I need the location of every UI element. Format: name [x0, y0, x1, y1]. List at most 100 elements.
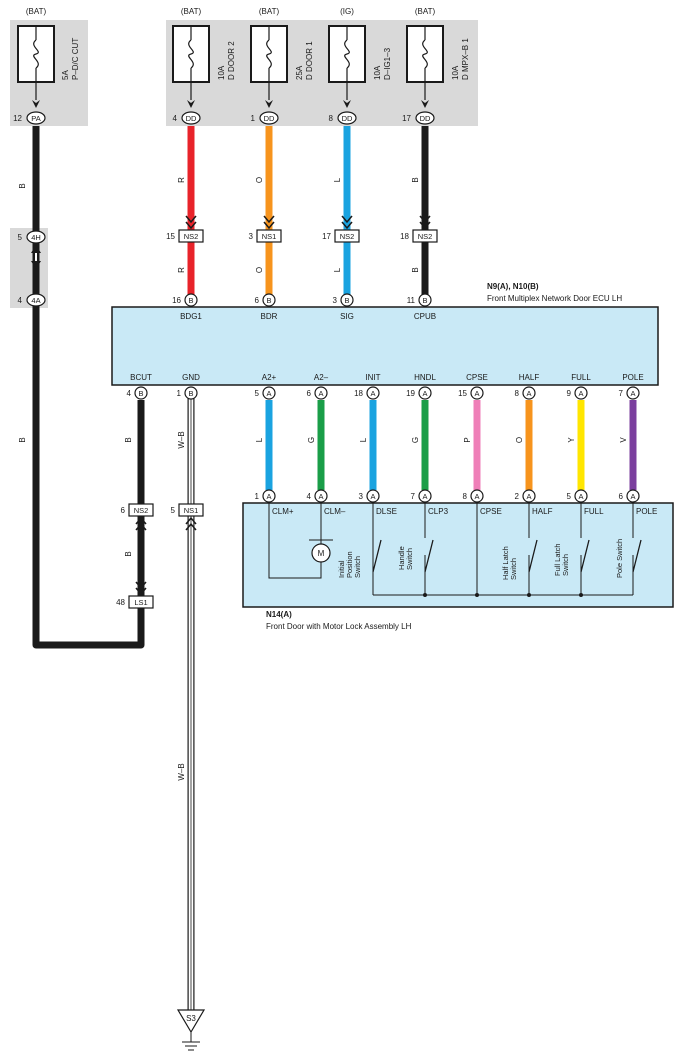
- svg-text:5A: 5A: [61, 70, 70, 80]
- svg-text:P: P: [463, 437, 472, 442]
- svg-text:SIG: SIG: [340, 312, 354, 321]
- svg-text:S3: S3: [186, 1014, 196, 1023]
- svg-text:CPUB: CPUB: [414, 312, 436, 321]
- svg-text:L: L: [359, 437, 368, 442]
- svg-text:B: B: [188, 389, 193, 398]
- ns-connectors-bottom: NS2 6 NS1 5 LS1 48: [116, 503, 204, 609]
- svg-text:9: 9: [567, 389, 572, 398]
- svg-text:B: B: [18, 437, 27, 442]
- fuse-arrows: [32, 100, 429, 108]
- svg-text:A: A: [266, 389, 271, 398]
- svg-text:A: A: [526, 492, 531, 501]
- svg-text:A2+: A2+: [262, 373, 277, 382]
- svg-text:A: A: [578, 492, 583, 501]
- svg-text:B: B: [266, 296, 271, 305]
- svg-text:HNDL: HNDL: [414, 373, 436, 382]
- svg-text:17: 17: [402, 114, 411, 123]
- fuse-door1: (BAT) 25A D DOOR 1: [250, 7, 314, 83]
- svg-text:B: B: [344, 296, 349, 305]
- svg-text:M: M: [318, 549, 325, 558]
- svg-text:CPSE: CPSE: [466, 373, 488, 382]
- svg-text:Position: Position: [345, 551, 354, 578]
- svg-text:A: A: [318, 389, 323, 398]
- svg-text:25A: 25A: [295, 65, 304, 80]
- svg-text:10A: 10A: [373, 65, 382, 80]
- svg-text:4: 4: [173, 114, 178, 123]
- svg-text:A: A: [578, 389, 583, 398]
- svg-text:FULL: FULL: [571, 373, 591, 382]
- svg-text:18: 18: [354, 389, 363, 398]
- svg-text:G: G: [307, 437, 316, 443]
- svg-text:10A: 10A: [451, 65, 460, 80]
- svg-text:8: 8: [329, 114, 334, 123]
- fuse-connector-pins: PA 12 DD 4 DD 1 DD 8 DD 17: [13, 111, 435, 125]
- svg-text:10A: 10A: [217, 65, 226, 80]
- svg-text:B: B: [411, 177, 420, 182]
- svg-text:B: B: [124, 551, 133, 556]
- svg-text:HALF: HALF: [532, 507, 553, 516]
- svg-text:NS1: NS1: [262, 232, 277, 241]
- svg-text:D–IG1–3: D–IG1–3: [383, 47, 392, 80]
- svg-text:Switch: Switch: [405, 548, 414, 570]
- svg-text:A: A: [630, 492, 635, 501]
- svg-text:Front Multiplex Network Door E: Front Multiplex Network Door ECU LH: [487, 294, 622, 303]
- svg-text:3: 3: [359, 492, 364, 501]
- svg-text:V: V: [619, 437, 628, 443]
- svg-text:D DOOR 1: D DOOR 1: [305, 41, 314, 80]
- svg-text:Handle: Handle: [397, 546, 406, 570]
- svg-text:19: 19: [406, 389, 415, 398]
- svg-text:N14(A): N14(A): [266, 610, 292, 619]
- svg-text:5: 5: [567, 492, 572, 501]
- svg-text:NS2: NS2: [340, 232, 355, 241]
- svg-text:P–D/C CUT: P–D/C CUT: [71, 38, 80, 80]
- svg-text:O: O: [515, 437, 524, 443]
- wire-color-labels: B B B B R R O O L L B B W–B W–B L G L G …: [18, 177, 628, 781]
- svg-text:POLE: POLE: [622, 373, 643, 382]
- svg-text:DLSE: DLSE: [376, 507, 397, 516]
- svg-text:INIT: INIT: [365, 373, 380, 382]
- svg-text:O: O: [255, 267, 264, 273]
- svg-text:1: 1: [177, 389, 182, 398]
- svg-text:(BAT): (BAT): [415, 7, 436, 16]
- fuse-pdc: (BAT) 5A P–D/C CUT: [17, 7, 80, 83]
- svg-text:Y: Y: [567, 437, 576, 443]
- svg-text:2: 2: [515, 492, 520, 501]
- switch-icons: [372, 539, 642, 573]
- svg-text:12: 12: [13, 114, 22, 123]
- svg-text:7: 7: [619, 389, 624, 398]
- svg-text:8: 8: [463, 492, 468, 501]
- svg-text:15: 15: [166, 232, 175, 241]
- svg-text:POLE: POLE: [636, 507, 657, 516]
- svg-text:A: A: [630, 389, 635, 398]
- svg-text:B: B: [411, 267, 420, 272]
- svg-text:CLM+: CLM+: [272, 507, 294, 516]
- svg-text:4H: 4H: [31, 233, 41, 242]
- svg-text:A: A: [422, 389, 427, 398]
- svg-text:W–B: W–B: [177, 431, 186, 448]
- svg-text:Switch: Switch: [353, 556, 362, 578]
- svg-text:B: B: [18, 183, 27, 188]
- svg-text:DD: DD: [342, 114, 353, 123]
- svg-text:N9(A), N10(B): N9(A), N10(B): [487, 282, 539, 291]
- svg-text:BCUT: BCUT: [130, 373, 152, 382]
- svg-text:NS2: NS2: [184, 232, 199, 241]
- svg-text:R: R: [177, 267, 186, 273]
- ns-connectors-top: NS2 15 NS1 3 NS2 17 NS2 18: [166, 215, 438, 243]
- motor-icon: M: [309, 539, 333, 570]
- svg-text:L: L: [333, 177, 342, 182]
- svg-text:5: 5: [18, 233, 23, 242]
- svg-text:BDR: BDR: [261, 312, 278, 321]
- svg-text:CPSE: CPSE: [480, 507, 502, 516]
- front-door-motor-lock-assembly: A 1 A 4 A 3 A 7 A 8 A 2 A 5 A 6 CLM+ CLM…: [242, 489, 674, 631]
- svg-text:A2–: A2–: [314, 373, 329, 382]
- svg-text:3: 3: [249, 232, 254, 241]
- ground-s3: S3: [176, 1009, 206, 1051]
- fuse-mpxb1: (BAT) 10A D MPX–B 1: [406, 7, 470, 83]
- fuse-ig13: (IG) 10A D–IG1–3: [328, 7, 392, 83]
- svg-text:B: B: [138, 389, 143, 398]
- svg-text:O: O: [255, 177, 264, 183]
- svg-text:4: 4: [18, 296, 23, 305]
- svg-text:1: 1: [255, 492, 260, 501]
- wire-bcut-loop: [32, 126, 145, 649]
